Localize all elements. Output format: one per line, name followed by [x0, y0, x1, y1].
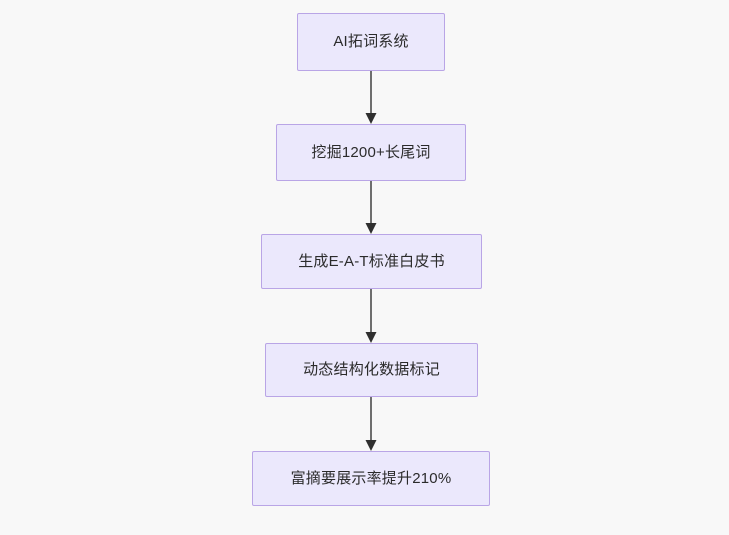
flow-node-label: 挖掘1200+长尾词 — [311, 143, 431, 161]
flow-node-dynamic-structured-data-markup[interactable]: 动态结构化数据标记 — [265, 343, 478, 397]
flow-node-rich-snippet-rate-increase[interactable]: 富摘要展示率提升210% — [252, 451, 490, 506]
flow-node-label: 富摘要展示率提升210% — [290, 469, 452, 487]
flow-node-label: 生成E-A-T标准白皮书 — [298, 252, 445, 270]
flow-node-ai-keyword-system[interactable]: AI拓词系统 — [297, 13, 445, 71]
flow-node-generate-eat-whitepaper[interactable]: 生成E-A-T标准白皮书 — [261, 234, 482, 289]
flow-node-mine-longtail-keywords[interactable]: 挖掘1200+长尾词 — [276, 124, 466, 181]
flow-node-label: AI拓词系统 — [333, 33, 409, 50]
flow-node-label: 动态结构化数据标记 — [303, 361, 440, 378]
